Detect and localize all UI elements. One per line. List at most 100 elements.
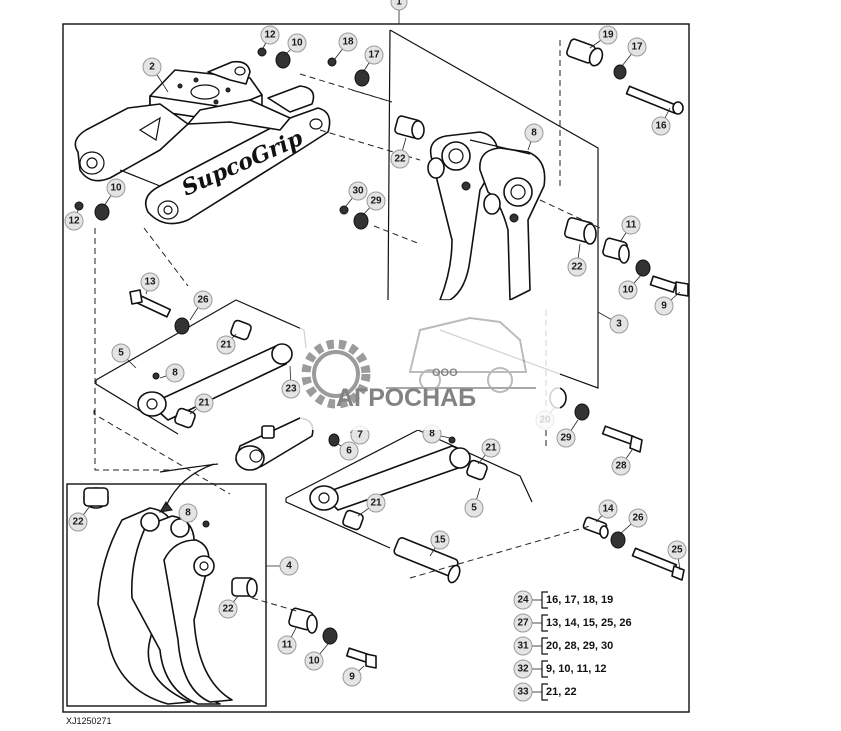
callout-14: 14	[595, 499, 618, 523]
callout-label: 11	[282, 640, 293, 651]
callout-label: 5	[471, 503, 477, 514]
callout-label: 9	[661, 301, 667, 312]
callout-12: 12	[260, 25, 280, 51]
callout-label: 16	[655, 121, 667, 132]
callout-26: 26	[619, 508, 648, 535]
callout-bubble	[430, 530, 450, 550]
kit-number: 31	[517, 641, 529, 652]
callout-label: 18	[342, 37, 354, 48]
callout-bubble	[68, 512, 88, 532]
callout-bubble	[106, 178, 126, 198]
callout-label: 23	[285, 384, 297, 395]
callout-18: 18	[333, 32, 358, 61]
callout-label: 30	[352, 186, 364, 197]
kit-number: 27	[517, 618, 529, 629]
callout-bubble	[364, 45, 384, 65]
callout-label: 9	[349, 672, 355, 683]
callout-9: 9	[654, 291, 681, 316]
callout-bubble	[598, 499, 618, 519]
callout-19: 19	[589, 25, 618, 49]
callout-2: 2	[142, 57, 169, 93]
callout-label: 10	[622, 285, 634, 296]
callout-11: 11	[277, 627, 297, 655]
callout-15: 15	[429, 530, 450, 557]
callout-8: 8	[524, 123, 544, 151]
callout-bubble	[366, 191, 386, 211]
callout-22: 22	[68, 505, 91, 532]
callout-bubble	[464, 498, 484, 518]
callout-label: 17	[631, 42, 643, 53]
callout-label: 4	[286, 561, 292, 572]
kit-bracket	[541, 637, 548, 655]
hardware-right-bottom	[582, 516, 685, 581]
callout-bubble	[342, 667, 362, 687]
callout-label: 10	[291, 38, 303, 49]
kit-parts: 16, 17, 18, 19	[546, 594, 613, 606]
link-assembly-upper	[95, 299, 307, 435]
callout-10: 10	[618, 273, 643, 300]
callout-17: 17	[361, 45, 384, 75]
callout-label: 29	[370, 196, 382, 207]
kit-parts: 21, 22	[546, 686, 577, 698]
callout-5: 5	[464, 487, 484, 518]
kit-number: 24	[517, 595, 529, 606]
callout-bubble	[338, 32, 358, 52]
callout-bubble	[339, 441, 359, 461]
callout-bubble	[216, 335, 236, 355]
callout-bubble	[218, 599, 238, 619]
kit-parts: 9, 10, 11, 12	[546, 663, 607, 675]
brand-lettering: SupcoGrip	[178, 125, 307, 202]
callout-bubble	[611, 456, 631, 476]
callout-label: 5	[118, 348, 124, 359]
callout-11: 11	[619, 215, 641, 243]
callout-bubble	[524, 123, 544, 143]
callout-label: 22	[394, 154, 406, 165]
pin-assembly-top-right	[566, 38, 684, 115]
callout-22: 22	[390, 137, 410, 169]
callout-5: 5	[111, 343, 137, 369]
callout-30: 30	[345, 181, 368, 207]
callout-21: 21	[477, 438, 501, 465]
callout-bubble	[194, 393, 214, 413]
callout-bubble	[567, 257, 587, 277]
callout-label: 22	[72, 517, 84, 528]
callout-3: 3	[597, 311, 629, 334]
callout-bubble	[348, 181, 368, 201]
callout-label: 17	[368, 50, 380, 61]
callout-label: 6	[346, 446, 352, 457]
hardware-bottom-left	[288, 607, 377, 669]
callout-bubble	[304, 651, 324, 671]
callout-label: 29	[560, 433, 572, 444]
callout-bubble	[165, 363, 185, 383]
kit-bracket	[541, 660, 548, 678]
callout-label: 14	[602, 504, 614, 515]
callout-bubble	[598, 25, 618, 45]
main-callout: 1	[390, 0, 408, 24]
figure-id: XJ1250271	[66, 716, 112, 726]
callout-bubble	[390, 149, 410, 169]
callout-label: 8	[429, 429, 435, 440]
callout-10: 10	[304, 643, 329, 671]
callout-bubble	[651, 116, 671, 136]
callout-label: 25	[671, 545, 683, 556]
callout-17: 17	[621, 37, 647, 67]
callout-label: 15	[434, 535, 446, 546]
kit-number: 32	[517, 664, 529, 675]
callout-bubble	[621, 215, 641, 235]
callout-label: 19	[602, 30, 614, 41]
callout-bubble	[193, 290, 213, 310]
callout-21: 21	[216, 333, 237, 355]
callout-label: 22	[571, 262, 583, 273]
kit-parts: 20, 28, 29, 30	[546, 640, 613, 652]
kit-bracket	[541, 591, 548, 609]
callout-bubble	[260, 25, 280, 45]
callout-label: 21	[485, 443, 497, 454]
callout-bubble	[481, 438, 501, 458]
kit-bubble	[513, 590, 533, 610]
callout-label: 12	[264, 30, 276, 41]
callout-label: 21	[220, 340, 232, 351]
kit-bracket	[541, 614, 548, 632]
